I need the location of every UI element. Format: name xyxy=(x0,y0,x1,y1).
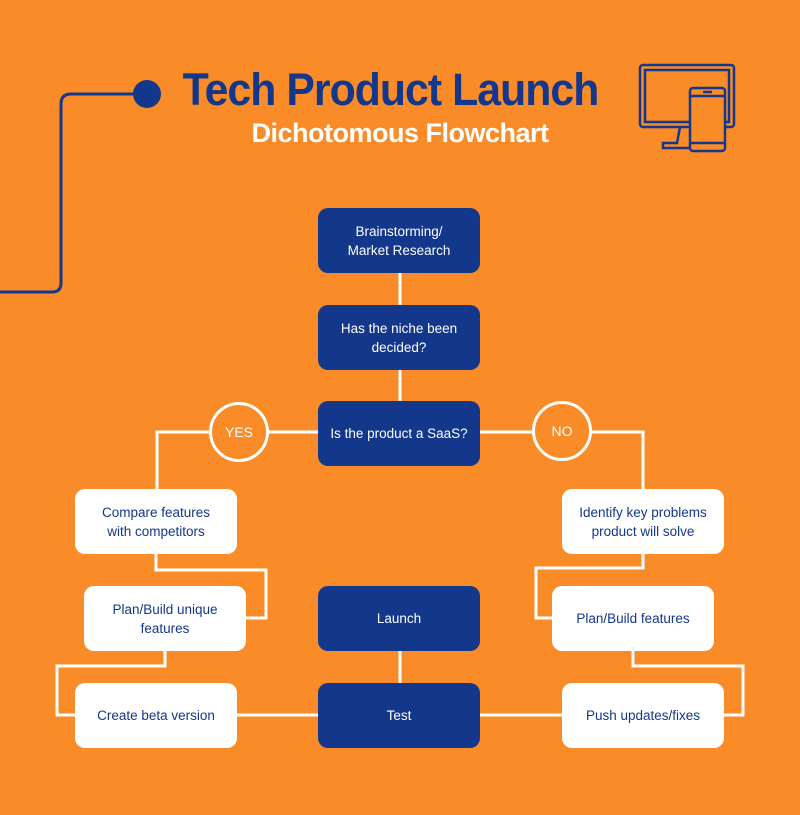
node-brainstorm: Brainstorming/ Market Research xyxy=(318,208,480,273)
node-is-saas: Is the product a SaaS? xyxy=(318,401,480,466)
node-launch: Launch xyxy=(318,586,480,651)
node-compare-features: Compare features with competitors xyxy=(75,489,237,554)
node-create-beta: Create beta version xyxy=(75,683,237,748)
node-plan-build-unique: Plan/Build unique features xyxy=(84,586,246,651)
monitor-phone-icon xyxy=(638,63,736,153)
page-subtitle: Dichotomous Flowchart xyxy=(251,118,549,148)
page-title: Tech Product Launch xyxy=(182,64,600,115)
node-plan-build-features: Plan/Build features xyxy=(552,586,714,651)
node-identify-problems: Identify key problems product will solve xyxy=(562,489,724,554)
decorative-line xyxy=(0,92,140,294)
node-test: Test xyxy=(318,683,480,748)
node-niche-decided: Has the niche been decided? xyxy=(318,305,480,370)
no-label: NO xyxy=(532,401,592,461)
flow-connectors xyxy=(55,273,745,717)
decorative-dot xyxy=(133,80,161,108)
node-push-updates: Push updates/fixes xyxy=(562,683,724,748)
yes-label: YES xyxy=(209,402,269,462)
